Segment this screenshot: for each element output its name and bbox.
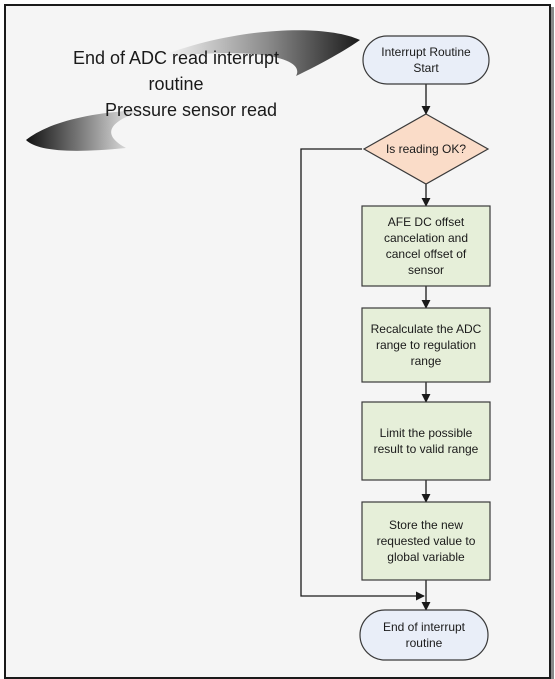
title-swoosh-top <box>156 30 360 77</box>
title-swoosh-bottom <box>26 110 146 151</box>
start-terminal <box>362 35 490 85</box>
diagram-frame: End of ADC read interrupt routine Pressu… <box>4 4 551 679</box>
end-terminal <box>359 609 489 661</box>
process-step-3 <box>361 401 491 481</box>
end-label: End of interrupt routine <box>382 620 466 650</box>
decision-diamond <box>362 113 490 185</box>
decision-label: Is reading OK? <box>385 142 467 156</box>
title-line-3: Pressure sensor read <box>104 100 278 120</box>
flowchart-canvas <box>26 30 491 661</box>
connector-decision-bypass <box>300 148 425 601</box>
process-step-1 <box>361 205 491 287</box>
start-label: Interrupt Routine Start <box>381 45 471 75</box>
title-line-2: routine <box>148 74 204 94</box>
step4-label: Store the new requested value to global … <box>376 518 476 564</box>
process-step-4 <box>361 501 491 581</box>
step3-label: Limit the possible result to valid range <box>373 426 479 456</box>
step1-label: AFE DC offset cancelation and cancel off… <box>383 215 469 277</box>
step2-label: Recalculate the ADC range to regulation … <box>370 322 482 368</box>
process-step-2 <box>361 307 491 383</box>
title-line-1: End of ADC read interrupt <box>72 48 280 68</box>
